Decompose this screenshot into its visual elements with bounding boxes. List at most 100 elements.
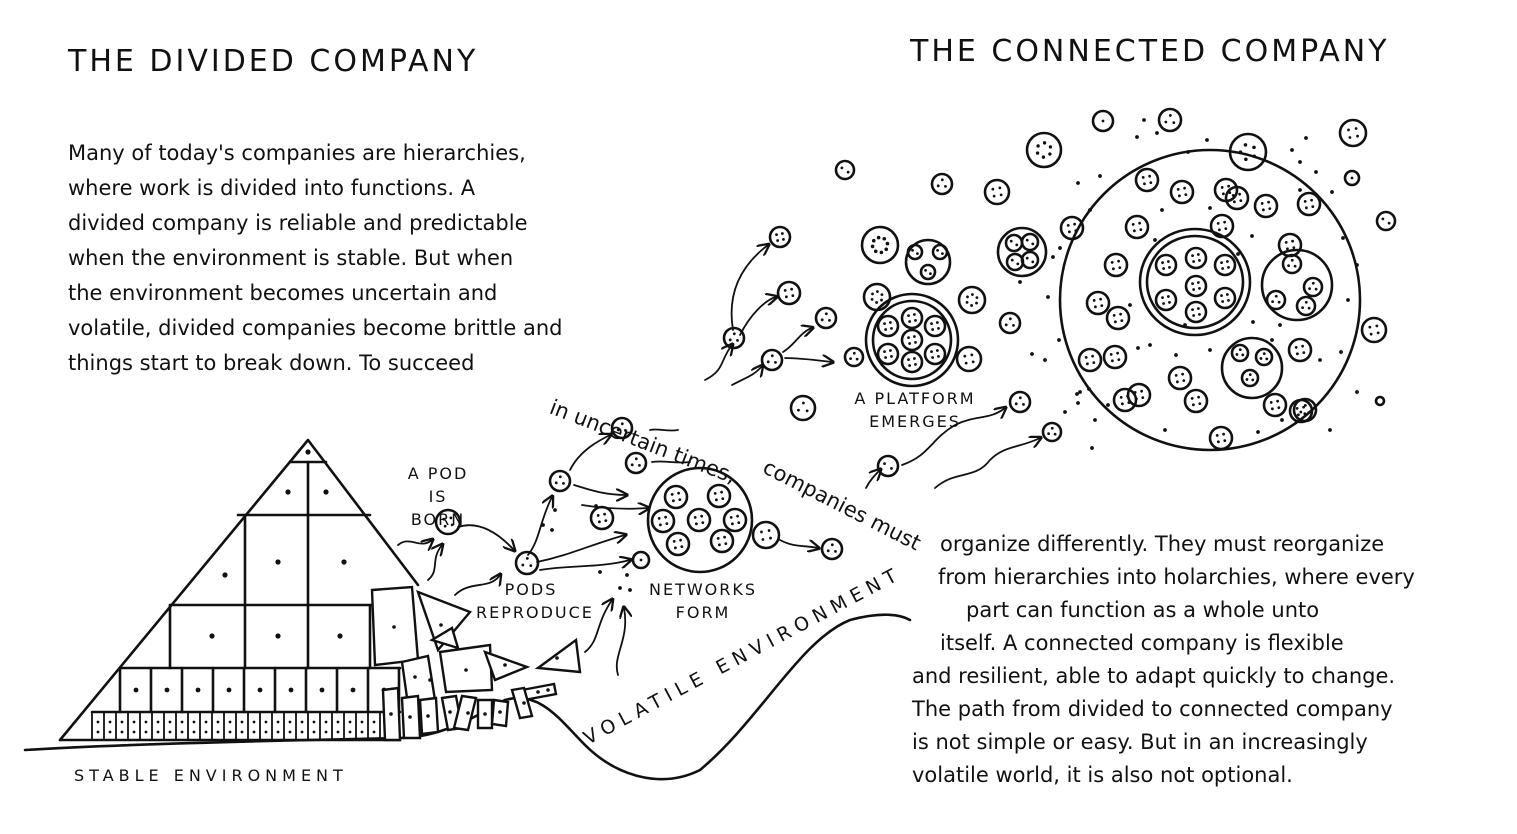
dot [658, 523, 662, 527]
dot [1217, 228, 1221, 232]
dot [1139, 228, 1143, 232]
paragraph-line: The path from divided to connected compa… [912, 697, 1393, 721]
dot [1198, 312, 1201, 316]
pod [1224, 185, 1250, 211]
dot [937, 354, 940, 358]
dot [1119, 395, 1123, 399]
dot [1231, 193, 1235, 197]
pod [624, 451, 648, 475]
dot [603, 512, 607, 516]
dot [1140, 389, 1144, 393]
dot [890, 326, 893, 330]
dot [1350, 176, 1354, 180]
dot [944, 184, 947, 188]
dot [1093, 305, 1097, 309]
dot [1227, 265, 1230, 269]
dot [132, 720, 136, 724]
dot [1270, 338, 1274, 342]
dot [673, 546, 677, 550]
dot [1235, 353, 1239, 356]
pod [862, 282, 892, 312]
dot [1126, 394, 1130, 398]
paragraph-line: when the environment is stable. But when [68, 246, 514, 270]
dot [1022, 402, 1025, 406]
pod [860, 225, 900, 265]
dot [1239, 199, 1243, 203]
dot [1376, 331, 1380, 335]
dot [890, 466, 893, 470]
dot [449, 516, 453, 520]
dot [1276, 399, 1280, 403]
dot [1166, 260, 1170, 263]
dot [1267, 200, 1271, 204]
pod [1103, 252, 1129, 278]
dot [677, 491, 681, 495]
dot [209, 633, 215, 639]
pod [1105, 305, 1131, 331]
dot [1314, 170, 1318, 174]
dot [1251, 378, 1255, 382]
dot [1262, 352, 1266, 356]
dot [1025, 238, 1029, 242]
dot [164, 687, 170, 693]
dot [1303, 199, 1307, 203]
pod [1343, 169, 1361, 187]
dot [324, 720, 328, 724]
dot [1198, 402, 1202, 406]
dot [992, 194, 996, 198]
pod [1230, 343, 1250, 363]
pod [789, 394, 817, 422]
pod [900, 350, 924, 374]
dot [721, 497, 725, 501]
dot [1117, 358, 1121, 362]
dot [801, 401, 805, 405]
dot [736, 338, 739, 342]
pod [923, 314, 947, 338]
dot [312, 720, 316, 724]
dot [1014, 402, 1018, 406]
pod [1375, 210, 1397, 232]
dot [1261, 208, 1265, 212]
dot [716, 536, 720, 540]
dot [880, 298, 883, 302]
dot [1348, 136, 1352, 139]
dot [876, 235, 881, 240]
dot [1208, 348, 1212, 352]
dot [1132, 229, 1136, 233]
dot [428, 678, 432, 682]
dot [680, 545, 684, 549]
pod [1213, 286, 1237, 310]
dot [1174, 373, 1178, 377]
dot [908, 320, 912, 323]
dot [1078, 390, 1082, 394]
dot [1307, 306, 1311, 310]
dot [884, 247, 889, 252]
dot [1310, 198, 1314, 202]
dot [846, 170, 850, 174]
pod [1005, 252, 1025, 272]
pod [1112, 387, 1138, 413]
dot [1274, 294, 1278, 298]
dot [1136, 346, 1140, 350]
dot [884, 356, 888, 359]
dot [670, 492, 674, 496]
dot [550, 528, 554, 532]
dot [1375, 324, 1379, 328]
dot [1093, 418, 1097, 422]
pod [1281, 253, 1303, 275]
dot [1256, 430, 1260, 434]
pod [1020, 250, 1040, 270]
dot [776, 239, 780, 242]
pod [1262, 392, 1288, 418]
dot [1048, 145, 1053, 149]
dot [180, 730, 184, 734]
dot [257, 687, 263, 693]
dot [724, 542, 728, 546]
dot [1347, 128, 1350, 132]
pod [1213, 253, 1237, 277]
dot [916, 252, 919, 256]
pod [876, 342, 900, 366]
paragraph-line: is not simple or easy. But in an increas… [912, 730, 1368, 754]
dot [931, 328, 935, 331]
inner-platform-ring [1138, 227, 1252, 337]
